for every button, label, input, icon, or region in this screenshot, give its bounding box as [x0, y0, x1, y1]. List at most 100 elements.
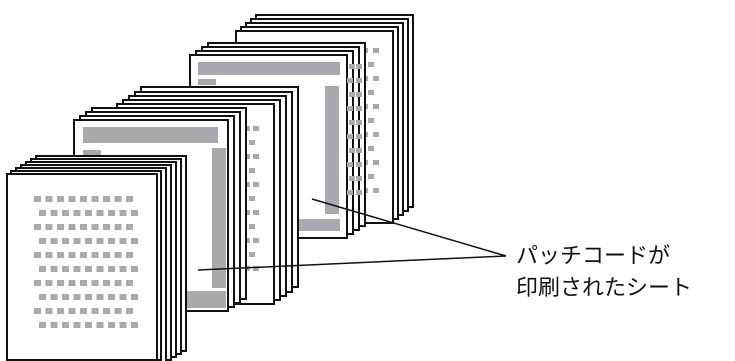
dot-mark	[62, 294, 69, 300]
dot-mark	[108, 322, 115, 328]
dot-mark	[80, 252, 87, 258]
dot-mark	[62, 238, 69, 244]
dot-mark	[91, 280, 99, 286]
dot-mark	[126, 224, 133, 230]
dot-mark	[114, 280, 122, 286]
dot-mark	[73, 210, 81, 216]
dot-mark	[85, 322, 92, 328]
callout-label-line1: パッチコードが	[516, 244, 670, 269]
dot-mark	[96, 238, 104, 244]
dot-mark	[80, 196, 87, 202]
dot-mark	[119, 238, 127, 244]
dot-mark	[80, 280, 87, 286]
dot-mark	[108, 238, 115, 244]
dot-mark	[91, 224, 99, 230]
dot-mark	[50, 266, 58, 272]
dot-mark	[119, 266, 127, 272]
dot-mark	[73, 266, 81, 272]
dot-mark	[80, 224, 87, 230]
dot-mark	[131, 266, 138, 272]
dot-grid	[34, 196, 138, 328]
dot-grid	[347, 64, 362, 195]
dot-mark	[91, 308, 99, 314]
dot-mark	[39, 238, 46, 244]
leader-line-lower	[197, 255, 507, 271]
dot-mark	[119, 322, 127, 328]
dot-mark	[68, 224, 76, 230]
dot-mark	[85, 238, 92, 244]
dot-mark	[34, 252, 41, 258]
dot-mark	[39, 266, 46, 272]
dot-mark	[85, 266, 92, 272]
dot-mark	[114, 252, 122, 258]
dot-mark	[68, 308, 76, 314]
dot-mark	[126, 280, 133, 286]
dot-mark	[126, 252, 133, 258]
dot-mark	[119, 210, 127, 216]
dot-mark	[96, 294, 104, 300]
dot-mark	[62, 266, 69, 272]
dot-mark	[96, 322, 104, 328]
dot-mark	[103, 252, 110, 258]
leader-line-upper	[311, 198, 507, 257]
dot-mark	[85, 294, 92, 300]
dot-mark	[34, 308, 41, 314]
dot-mark	[57, 252, 64, 258]
dot-mark	[62, 210, 69, 216]
dot-mark	[119, 294, 127, 300]
dot-mark	[131, 238, 138, 244]
callout-label-line2: 印刷されたシート	[516, 276, 692, 301]
dot-mark	[103, 280, 110, 286]
dot-mark	[103, 308, 110, 314]
dot-mark	[96, 210, 104, 216]
dot-mark	[73, 322, 81, 328]
callout-leader-lines	[197, 198, 507, 271]
dot-mark	[131, 294, 138, 300]
dot-mark	[103, 196, 110, 202]
dot-mark	[57, 308, 64, 314]
dot-mark	[108, 266, 115, 272]
sheet-stack-plain-front	[6, 155, 187, 361]
dot-mark	[45, 308, 53, 314]
dot-mark	[45, 224, 53, 230]
dot-mark	[57, 280, 64, 286]
dot-mark	[45, 280, 53, 286]
dot-mark	[80, 308, 87, 314]
dot-mark	[34, 196, 41, 202]
dot-mark	[131, 322, 138, 328]
dot-mark	[39, 294, 46, 300]
dot-mark	[62, 322, 69, 328]
dot-mark	[126, 196, 133, 202]
dot-mark	[57, 196, 64, 202]
dot-mark	[57, 224, 64, 230]
dot-mark	[45, 196, 53, 202]
dot-mark	[73, 238, 81, 244]
dot-mark	[45, 252, 53, 258]
dot-mark	[131, 210, 138, 216]
dot-mark	[114, 196, 122, 202]
dot-mark	[68, 252, 76, 258]
dot-mark	[39, 210, 46, 216]
dot-mark	[85, 210, 92, 216]
dot-mark	[114, 224, 122, 230]
dot-mark	[114, 308, 122, 314]
dot-mark	[50, 322, 58, 328]
dot-mark	[50, 294, 58, 300]
dot-mark	[34, 280, 41, 286]
dot-mark	[108, 210, 115, 216]
dot-mark	[34, 224, 41, 230]
dot-mark	[91, 252, 99, 258]
dot-mark	[73, 294, 81, 300]
dot-mark	[68, 196, 76, 202]
dot-mark	[108, 294, 115, 300]
dot-mark	[91, 196, 99, 202]
dot-mark	[50, 210, 58, 216]
dot-mark	[50, 238, 58, 244]
dot-mark	[103, 224, 110, 230]
dot-mark	[126, 308, 133, 314]
dot-mark	[68, 280, 76, 286]
dot-mark	[96, 266, 104, 272]
dot-mark	[39, 322, 46, 328]
